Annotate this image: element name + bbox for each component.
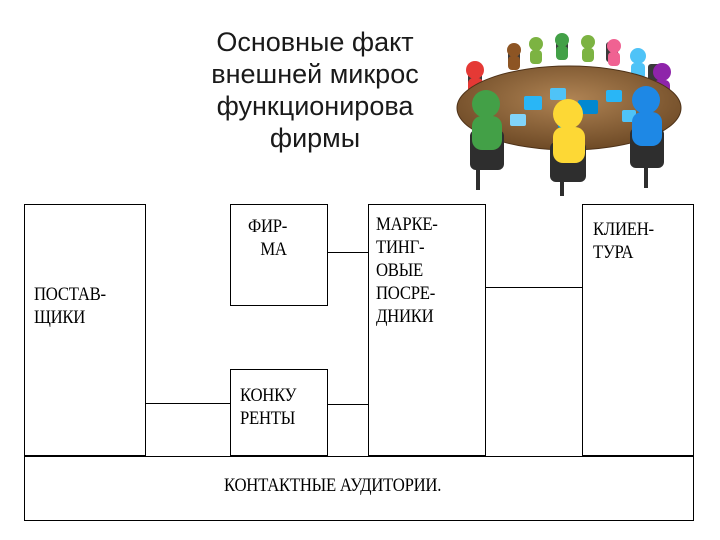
connector-intermediaries-clients — [486, 287, 582, 288]
connector-firm-intermediaries — [328, 252, 368, 253]
title-line-4: фирмы — [160, 122, 470, 154]
title-line-1: Основные факт — [160, 26, 470, 58]
clients-label: КЛИЕН- ТУРА — [593, 218, 654, 264]
slide-title: Основные факт внешней микрос функциониро… — [160, 26, 470, 154]
title-line-3: функционирова — [160, 90, 470, 122]
suppliers-box — [24, 204, 146, 456]
connector-competitors-intermediaries — [328, 404, 368, 405]
title-line-2: внешней микрос — [160, 58, 470, 90]
suppliers-label: ПОСТАВ- ЩИКИ — [34, 283, 106, 329]
competitors-label: КОНКУ РЕНТЫ — [240, 384, 296, 430]
intermediaries-label: МАРКЕ- ТИНГ- ОВЫЕ ПОСРЕ- ДНИКИ — [376, 213, 438, 328]
people-at-round-table-icon — [438, 30, 700, 198]
audiences-label: КОНТАКТНЫЕ АУДИТОРИИ. — [224, 474, 441, 497]
firm-label: ФИР- МА — [248, 215, 287, 261]
connector-suppliers-competitors — [146, 403, 230, 404]
